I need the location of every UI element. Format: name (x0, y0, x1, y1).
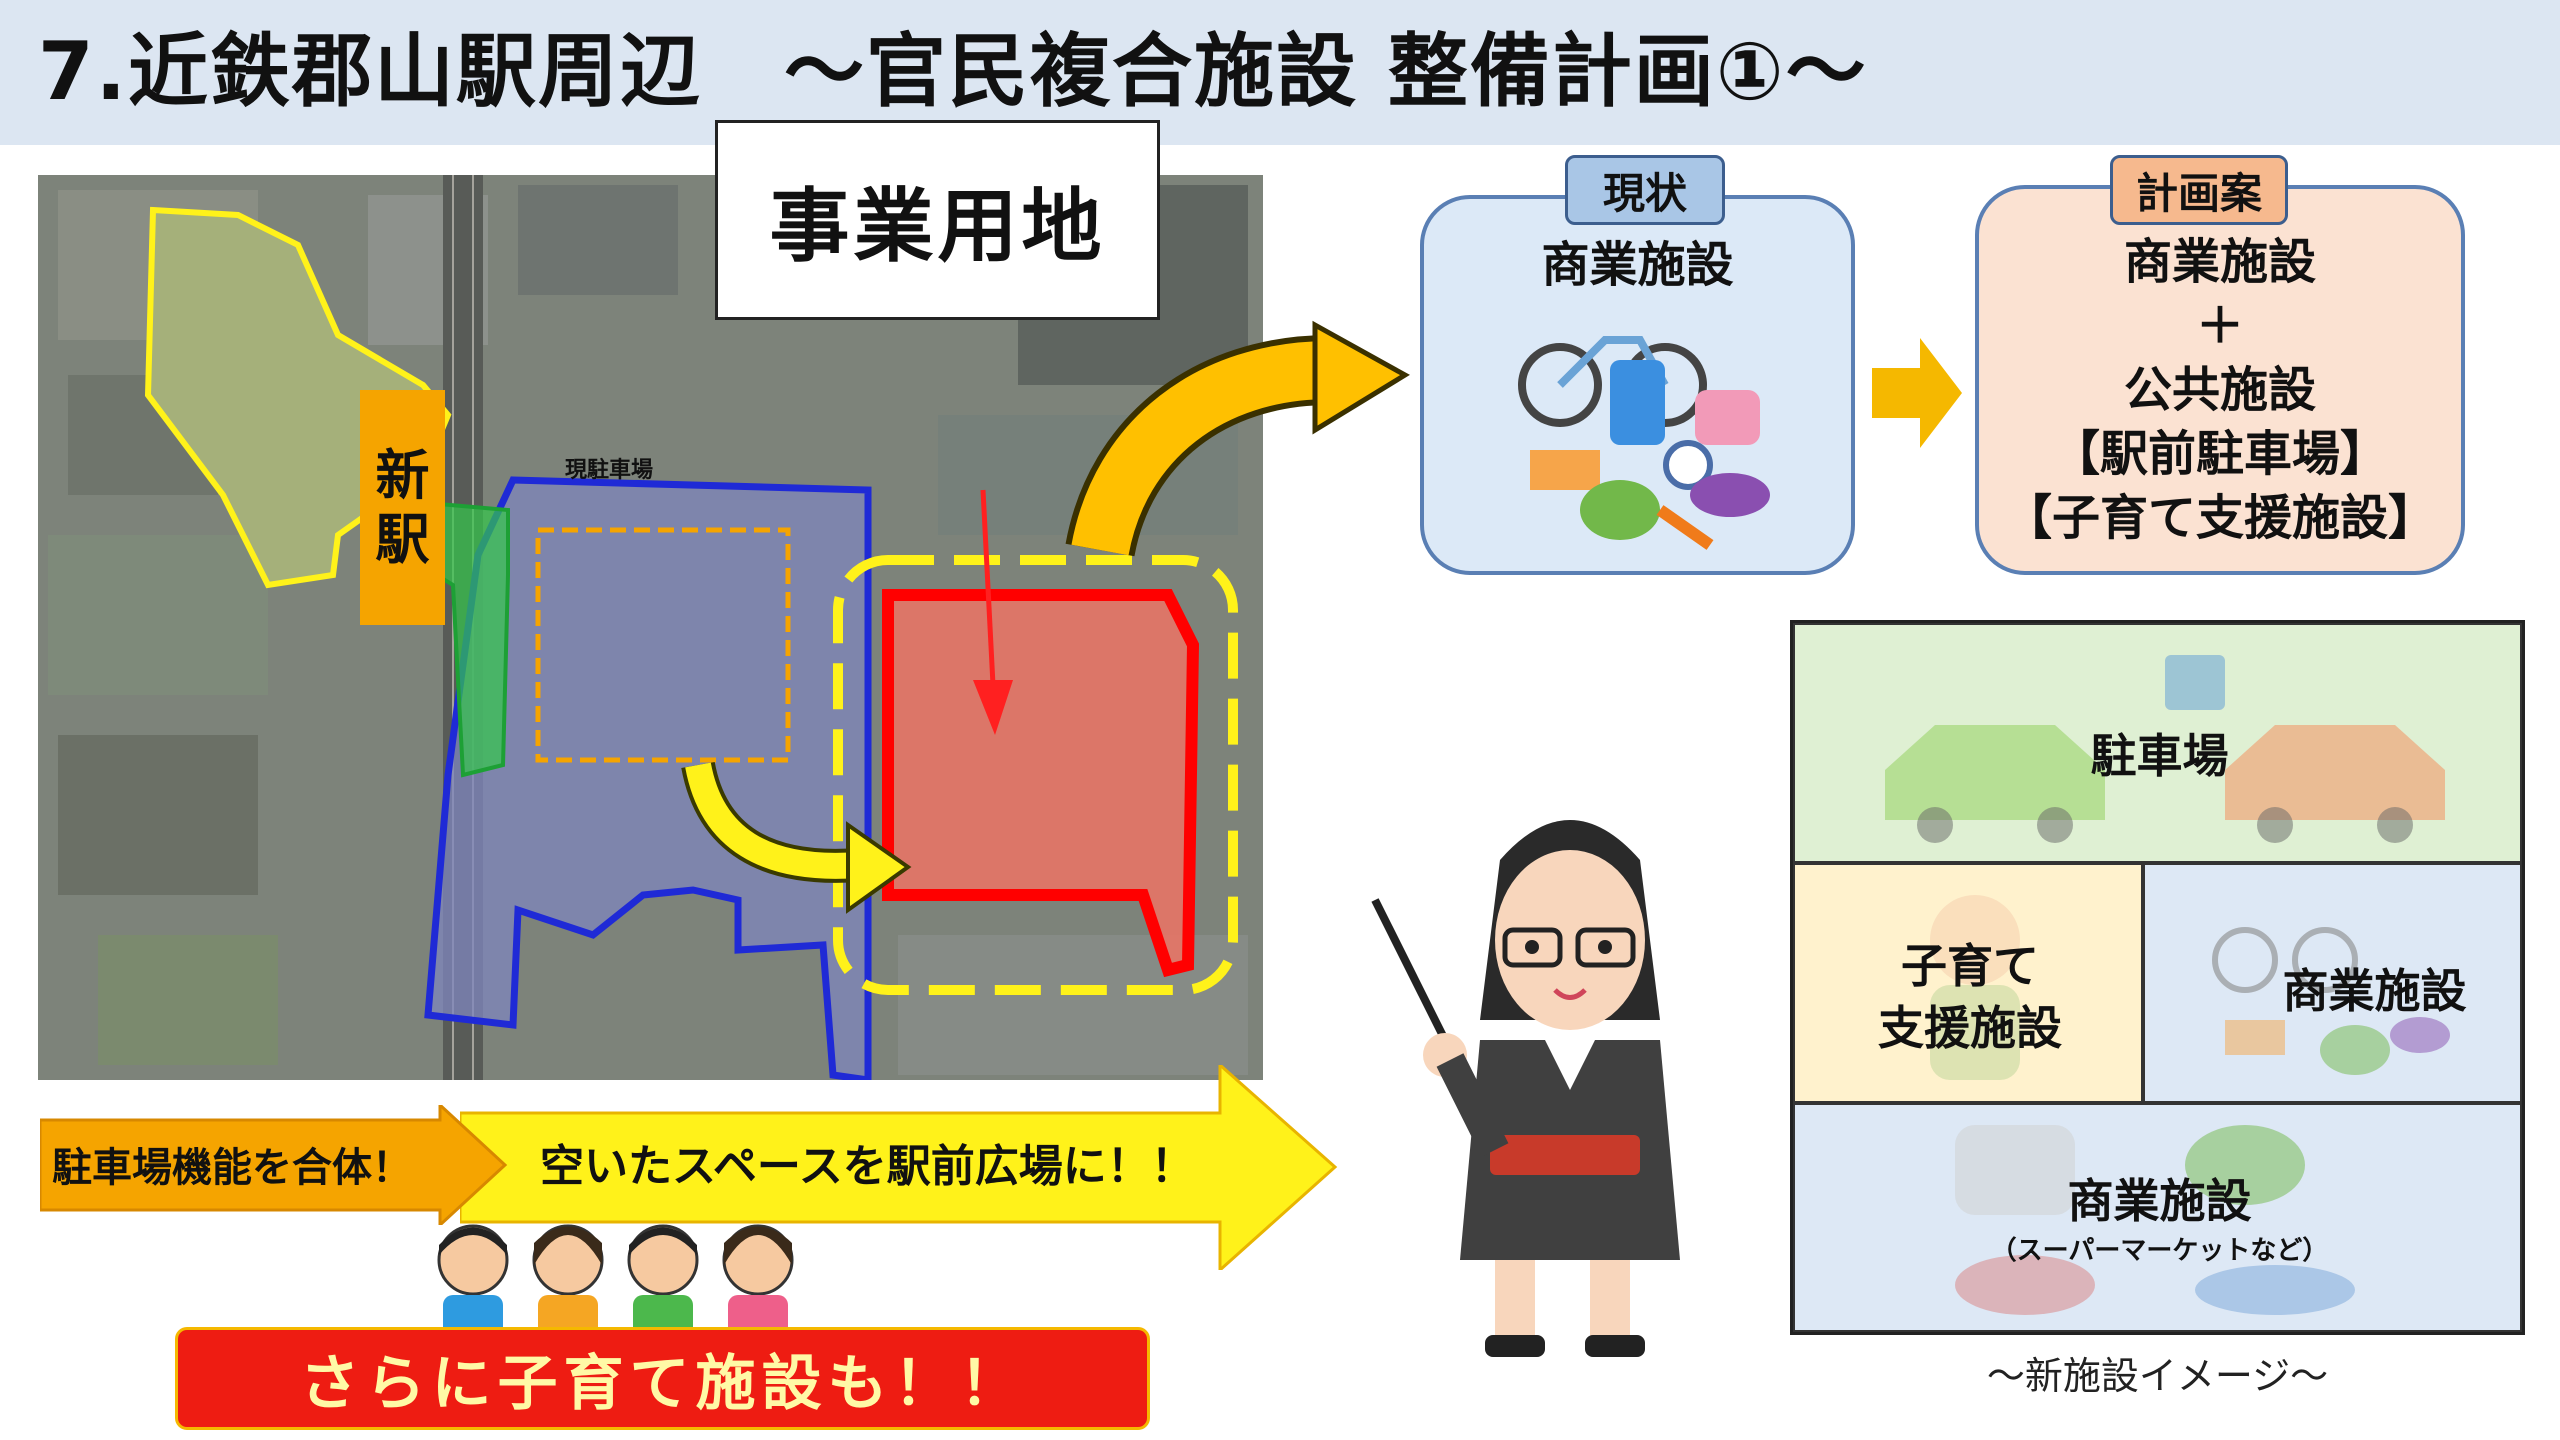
facility-childcare-cell: 子育て 支援施設 (1793, 863, 2143, 1103)
goods-illustration (1518, 336, 1770, 550)
plaza-arrow (460, 1065, 1338, 1270)
facility-diagram: 駐車場 子育て 支援施設 商業施設 商業施設 （スーパーマーケットなど） (1790, 620, 2525, 1335)
facility-caption: ～新施設イメージ～ (1986, 1354, 2329, 1398)
current-parking-label: 現駐車場 (565, 458, 654, 483)
current-tag: 現状 (1565, 155, 1725, 225)
aerial-map (38, 175, 1263, 1080)
plan-tag: 計画案 (2110, 155, 2288, 225)
facility-supermarket-cell: 商業施設 （スーパーマーケットなど） (1793, 1103, 2522, 1332)
plan-panel (1975, 185, 2465, 575)
curved-arrow (1065, 320, 1410, 558)
page-title: 7.近鉄郡山駅周辺 ～官民複合施設 整備計画①～ (38, 25, 1868, 118)
childcare-banner: さらに子育て施設も！！ (175, 1327, 1150, 1430)
facility-commercial-cell: 商業施設 (2143, 863, 2522, 1103)
plan-line: 【子育て支援施設】 (2003, 490, 2436, 546)
plaza-label: 空いたスペースを駅前広場に！！ (540, 1141, 1195, 1192)
facility-childcare-line: 子育て (1901, 939, 2039, 993)
plan-text: 商業施設 ＋ 公共施設 【駅前駐車場】 【子育て支援施設】 (1975, 230, 2465, 550)
facility-parking-label: 駐車場 (2090, 729, 2229, 783)
header-bar (0, 0, 2560, 145)
goods-faded-icon (2212, 927, 2450, 1075)
facility-supermarket-note: （スーパーマーケットなど） (1990, 1236, 2329, 1266)
facility-childcare-line: 支援施設 (1878, 1001, 2062, 1055)
plan-line: 公共施設 (2123, 362, 2316, 418)
food-icon (1955, 1125, 2355, 1315)
business-site-label: 事業用地 (715, 120, 1160, 320)
car-icon (1885, 655, 2445, 843)
plan-line: 【駅前駐車場】 (2051, 426, 2388, 482)
merge-parking-label: 駐車場機能を合体！ (52, 1145, 412, 1191)
facility-parking-cell: 駐車場 (1793, 623, 2522, 863)
baby-icon (1930, 895, 2020, 1080)
transition-arrow (1872, 338, 1962, 448)
facility-childcare-label: 子育て 支援施設 (1795, 935, 2141, 1059)
current-text: 商業施設 (1541, 237, 1734, 293)
facility-supermarket-label: 商業施設 (2067, 1174, 2252, 1228)
new-station-char-2: 駅 (375, 507, 430, 571)
plan-line: 商業施設 (2123, 234, 2316, 290)
plan-line: ＋ (2195, 298, 2244, 354)
new-station-char-1: 新 (375, 443, 430, 507)
new-station-label: 新 駅 (360, 390, 445, 625)
teacher-illustration (1371, 820, 1680, 1357)
merge-arrow (40, 1105, 508, 1225)
children-illustration (437, 1224, 794, 1345)
facility-commercial-label: 商業施設 (2282, 964, 2467, 1018)
